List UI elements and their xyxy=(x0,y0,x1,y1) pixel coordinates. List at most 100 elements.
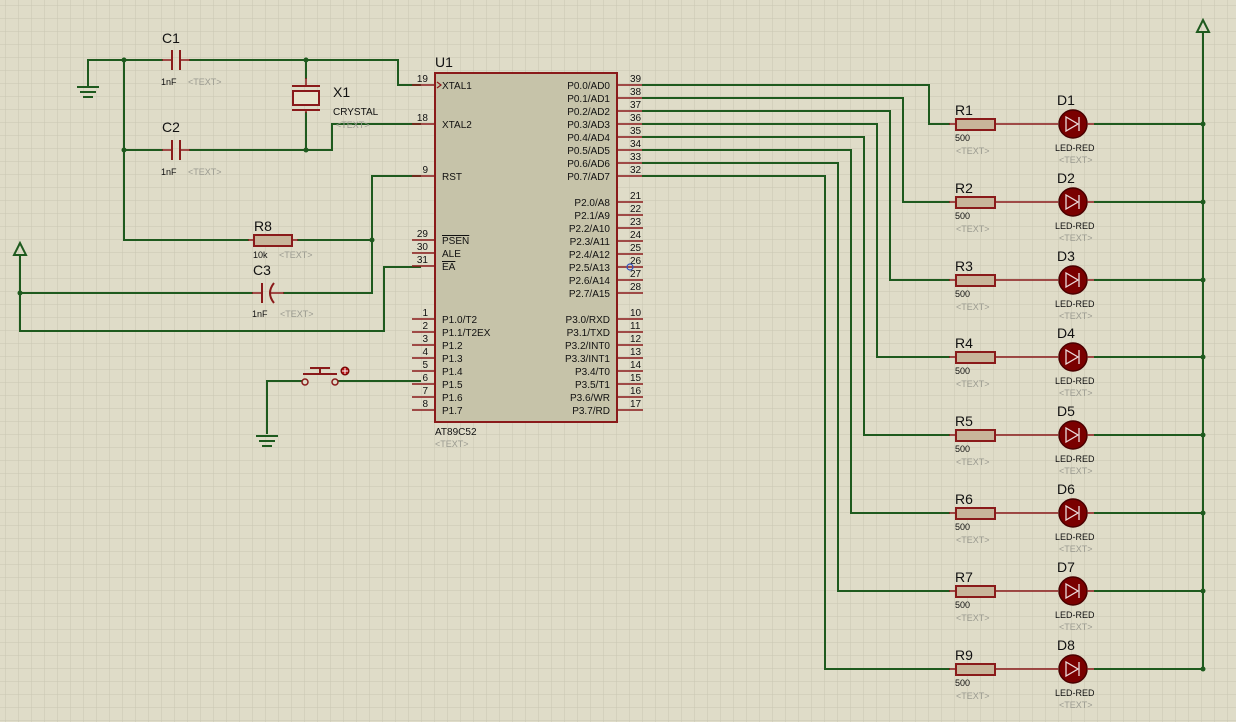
mcu-pin-name: P3.5/T1 xyxy=(575,380,610,391)
resistor-body[interactable] xyxy=(955,507,996,520)
junctions xyxy=(17,57,375,296)
mcu-pin-number: 39 xyxy=(630,74,642,85)
led-ref: D5 xyxy=(1057,403,1075,419)
mcu-pin-name: P0.2/AD2 xyxy=(567,107,610,118)
led-ref: D2 xyxy=(1057,170,1075,186)
capacitor-c1[interactable]: C1 1nF <TEXT> xyxy=(161,30,222,87)
led-arrow-icon xyxy=(1065,426,1080,444)
mcu-pin-number: 7 xyxy=(422,386,428,397)
led-text: <TEXT> xyxy=(1059,155,1093,165)
led-value: LED-RED xyxy=(1055,376,1095,386)
resistor-text: <TEXT> xyxy=(956,457,990,467)
capacitor-c3[interactable]: C3 1nF <TEXT> xyxy=(252,262,314,319)
led-body[interactable] xyxy=(1058,654,1088,684)
port-wire xyxy=(642,162,950,592)
c1-text: <TEXT> xyxy=(188,77,222,87)
resistor-body[interactable] xyxy=(955,585,996,598)
resistor-r8[interactable]: R8 10k <TEXT> xyxy=(248,218,313,260)
crystal-x1[interactable]: X1 CRYSTAL <TEXT> xyxy=(292,78,379,130)
led-value: LED-RED xyxy=(1055,454,1095,464)
resistor-text: <TEXT> xyxy=(956,379,990,389)
led-ref: D8 xyxy=(1057,637,1075,653)
resistor-text: <TEXT> xyxy=(956,302,990,312)
junction-dot xyxy=(1200,199,1206,205)
resistor-value: 500 xyxy=(955,678,970,688)
x1-text: <TEXT> xyxy=(336,120,370,130)
led-arrow-icon xyxy=(1065,348,1080,366)
led-value: LED-RED xyxy=(1055,532,1095,542)
port-wire xyxy=(642,149,950,514)
mcu-pin-name: P1.1/T2EX xyxy=(442,328,491,339)
mcu-pin-name: P1.6 xyxy=(442,393,463,404)
led-body[interactable] xyxy=(1058,187,1088,217)
led-value: LED-RED xyxy=(1055,221,1095,231)
resistor-body[interactable] xyxy=(955,663,996,676)
resistor-body[interactable] xyxy=(955,196,996,209)
c3-text: <TEXT> xyxy=(280,309,314,319)
mcu-pin-number: 11 xyxy=(630,321,641,332)
mcu-pin-number: 15 xyxy=(630,373,642,384)
led-text: <TEXT> xyxy=(1059,544,1093,554)
c2-value: 1nF xyxy=(161,167,177,177)
resistor-text: <TEXT> xyxy=(956,146,990,156)
resistor-value: 500 xyxy=(955,289,970,299)
resistor-body[interactable] xyxy=(955,429,996,442)
mcu-pin-name: P3.2/INT0 xyxy=(565,341,610,352)
mcu-pin-name: P2.2/A10 xyxy=(569,224,611,235)
mcu-pin-name: P3.6/WR xyxy=(570,393,610,404)
microcontroller-u1[interactable]: U1 AT89C52 <TEXT> 19XTAL118XTAL29RST29PS… xyxy=(412,54,643,449)
led-body[interactable] xyxy=(1058,498,1088,528)
mcu-pin-name: P3.7/RD xyxy=(572,406,610,417)
resistor-body[interactable] xyxy=(955,351,996,364)
led-value: LED-RED xyxy=(1055,143,1095,153)
mcu-pin-name: P0.6/AD6 xyxy=(567,159,610,170)
mcu-pin-number: 25 xyxy=(630,243,642,254)
mcu-pin-name: P3.3/INT1 xyxy=(565,354,610,365)
x1-value: CRYSTAL xyxy=(333,107,379,118)
led-text: <TEXT> xyxy=(1059,233,1093,243)
junction-dot xyxy=(1200,432,1206,438)
mcu-pin-number: 33 xyxy=(630,152,642,163)
mcu-pin-name: P1.7 xyxy=(442,406,463,417)
led-text: <TEXT> xyxy=(1059,311,1093,321)
mcu-pin-name: P2.7/A15 xyxy=(569,289,611,300)
c2-ref: C2 xyxy=(162,119,180,135)
power-terminal-left[interactable] xyxy=(12,240,28,256)
led-body[interactable] xyxy=(1058,576,1088,606)
resistor-body[interactable] xyxy=(955,274,996,287)
mcu-pin-name: P3.1/TXD xyxy=(567,328,610,339)
x1-ref: X1 xyxy=(333,84,350,100)
push-button[interactable] xyxy=(301,366,350,386)
mcu-pin-number: 14 xyxy=(630,360,642,371)
mcu-pin-name: ALE xyxy=(442,249,461,260)
wires xyxy=(19,59,421,434)
mcu-pin-number: 38 xyxy=(630,87,642,98)
capacitor-c2[interactable]: C2 1nF <TEXT> xyxy=(161,119,222,177)
led-body[interactable] xyxy=(1058,109,1088,139)
mcu-pin-number: 4 xyxy=(422,347,428,358)
resistor-body[interactable] xyxy=(955,118,996,131)
led-body[interactable] xyxy=(1058,265,1088,295)
led-body[interactable] xyxy=(1058,342,1088,372)
led-ref: D6 xyxy=(1057,481,1075,497)
ground-symbol-bottom[interactable] xyxy=(256,435,278,447)
mcu-pin-number: 13 xyxy=(630,347,642,358)
mcu-pin-number: 16 xyxy=(630,386,642,397)
mcu-pin-number: 35 xyxy=(630,126,642,137)
mcu-pin-name: XTAL1 xyxy=(442,81,472,92)
resistor-value: 500 xyxy=(955,600,970,610)
ground-symbol-top[interactable] xyxy=(77,86,99,98)
resistor-text: <TEXT> xyxy=(956,613,990,623)
mcu-pin-name: P2.5/A13 xyxy=(569,263,611,274)
mcu-pin-number: 36 xyxy=(630,113,642,124)
led-body[interactable] xyxy=(1058,420,1088,450)
